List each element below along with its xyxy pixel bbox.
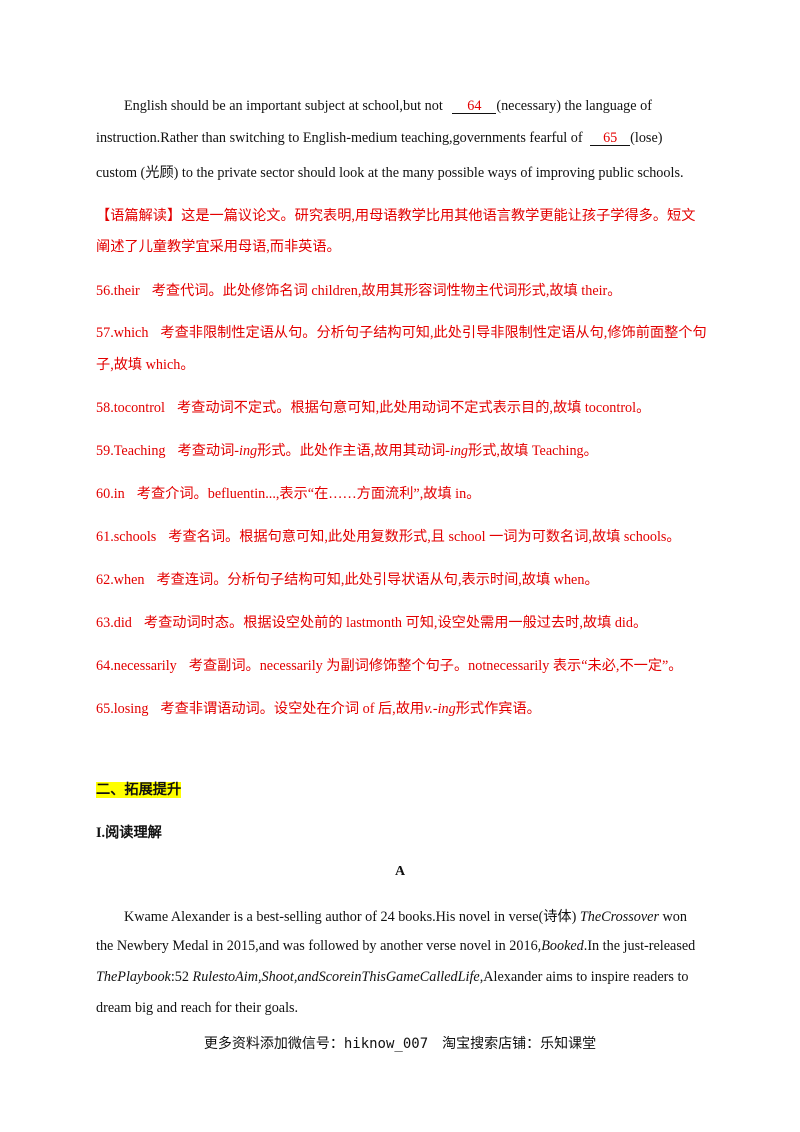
- analysis-line-2: 阐述了儿童教学宜采用母语,而非英语。: [96, 239, 341, 255]
- answer-57-cont: 子,故填 which。: [96, 357, 195, 373]
- page-footer: 更多资料添加微信号：hiknow_007 淘宝搜索店铺：乐知课堂: [203, 1036, 597, 1052]
- blank-65: 65: [590, 131, 631, 146]
- section-heading: 二、拓展提升: [96, 782, 182, 798]
- passage1-line-1: English should be an important subject a…: [124, 98, 652, 114]
- passage1-line-3: custom (光顾) to the private sector should…: [96, 165, 684, 181]
- passage1-line-2: instruction.Rather than switching to Eng…: [96, 130, 663, 146]
- analysis-line-1: 【语篇解读】这是一篇议论文。研究表明,用母语教学比用其他语言教学更能让孩子学得多…: [96, 208, 696, 224]
- passage-letter: A: [394, 864, 406, 879]
- passage2-line-3: ThePlaybook:52 RulestoAim,Shoot,andScore…: [96, 969, 689, 985]
- passage2-line-1: Kwame Alexander is a best-selling author…: [124, 909, 687, 925]
- passage2-line-2: the Newbery Medal in 2015,and was follow…: [96, 938, 696, 954]
- section-subheading: I.阅读理解: [96, 825, 162, 841]
- passage2-line-4: dream big and reach for their goals.: [96, 1000, 299, 1016]
- blank-64: 64: [452, 99, 497, 114]
